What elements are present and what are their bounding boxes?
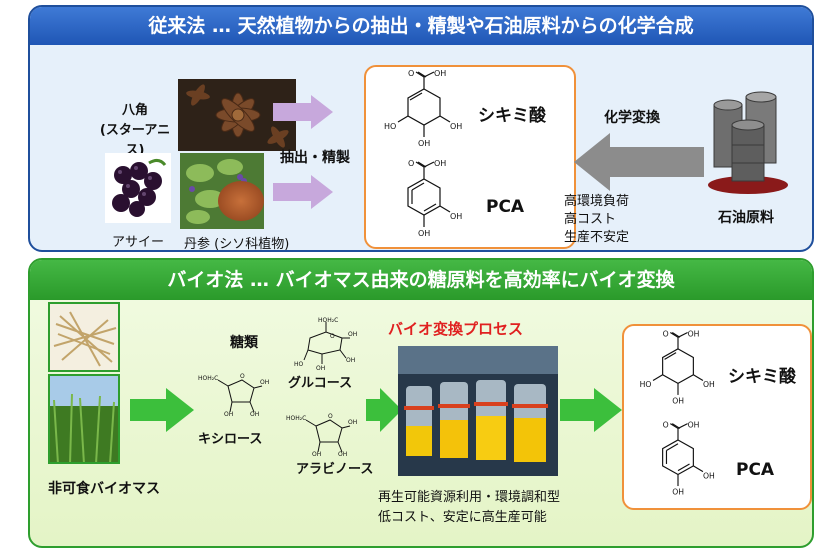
svg-text:OH: OH bbox=[703, 380, 715, 389]
svg-text:OH: OH bbox=[316, 365, 325, 370]
drawback-item: 高環境負荷 bbox=[564, 194, 630, 209]
biomass-straw-image bbox=[48, 302, 120, 372]
mol-hydroxyl-bottom: OH bbox=[418, 229, 430, 238]
pca-structure: O OH OH OH bbox=[374, 159, 474, 247]
tanjin-root-powder-image bbox=[218, 181, 264, 221]
pca-label: PCA bbox=[736, 460, 775, 480]
mol-hydroxyl-right: OH bbox=[450, 122, 462, 131]
svg-text:O: O bbox=[330, 333, 335, 340]
benefit-item: 低コスト、安定に高生産可能 bbox=[378, 510, 547, 525]
conventional-method-panel: 従来法 … 天然植物からの抽出・精製や石油原料からの化学合成 八角 (スターアニ… bbox=[28, 5, 814, 252]
svg-text:OH: OH bbox=[348, 419, 357, 426]
svg-text:OH: OH bbox=[250, 411, 259, 416]
chemical-conversion-label: 化学変換 bbox=[604, 110, 660, 126]
pca-label: PCA bbox=[486, 197, 525, 217]
drawbacks-list: 高環境負荷 高コスト 生産不安定 bbox=[564, 193, 629, 247]
product-compounds-box: O OH HO OH OH シキミ酸 bbox=[622, 324, 812, 510]
sugar-to-process-arrow bbox=[366, 388, 402, 432]
star-anise-label: 八角 (スターアニス) bbox=[99, 103, 171, 158]
mol-hydroxyl: OH bbox=[434, 69, 446, 78]
petroleum-feedstock-label: 石油原料 bbox=[718, 210, 774, 226]
mol-hydroxyl-right: OH bbox=[450, 212, 462, 221]
pca-structure: O OH OH OH bbox=[630, 420, 726, 506]
extraction-purification-label: 抽出・精製 bbox=[280, 150, 350, 166]
svg-text:OH: OH bbox=[348, 331, 357, 338]
shikimic-acid-structure: O OH HO OH OH bbox=[630, 328, 726, 410]
svg-text:OH: OH bbox=[688, 329, 700, 338]
inedible-biomass-label: 非可食バイオマス bbox=[48, 481, 160, 497]
tanjin-label: 丹参 (シソ科植物) bbox=[184, 237, 290, 252]
bioreactor-image bbox=[398, 346, 558, 476]
shikimic-acid-label: シキミ酸 bbox=[728, 367, 796, 387]
mol-oxygen: O bbox=[408, 159, 414, 168]
glucose-structure: HOH₂C HO OH OH OH O bbox=[292, 316, 358, 370]
mol-hydroxyl-left: HO bbox=[384, 122, 396, 131]
acai-image bbox=[105, 153, 171, 223]
svg-text:HO: HO bbox=[294, 361, 304, 368]
svg-text:OH: OH bbox=[703, 471, 715, 480]
oil-barrels-icon bbox=[706, 87, 788, 195]
svg-text:HOH₂C: HOH₂C bbox=[198, 375, 218, 382]
svg-text:OH: OH bbox=[672, 488, 684, 497]
svg-text:O: O bbox=[240, 373, 245, 380]
svg-text:OH: OH bbox=[672, 397, 684, 406]
arabinose-label: アラビノース bbox=[296, 462, 374, 477]
benefit-item: 再生可能資源利用・環境調和型 bbox=[378, 490, 561, 505]
arabinose-structure: HOH₂C O OH OH OH bbox=[286, 406, 362, 456]
shikimic-acid-structure: O OH HO OH OH bbox=[374, 69, 474, 151]
svg-text:OH: OH bbox=[338, 451, 347, 456]
svg-text:O: O bbox=[663, 420, 669, 429]
bio-method-title: バイオ法 … バイオマス由来の糖原料を高効率にバイオ変換 bbox=[30, 260, 812, 300]
xylose-structure: HOH₂C O OH OH OH bbox=[198, 366, 274, 416]
target-compounds-box: O OH HO OH OH シキミ酸 bbox=[364, 65, 576, 249]
svg-text:HO: HO bbox=[640, 380, 652, 389]
process-to-product-arrow bbox=[560, 388, 622, 432]
mol-oxygen: O bbox=[408, 69, 414, 78]
shikimic-acid-label: シキミ酸 bbox=[478, 106, 546, 126]
xylose-label: キシロース bbox=[198, 432, 263, 447]
bioconversion-process-label: バイオ変換プロセス bbox=[388, 320, 524, 338]
chemical-conversion-arrow bbox=[574, 133, 704, 191]
biomass-to-sugar-arrow bbox=[130, 388, 194, 432]
drawback-item: 生産不安定 bbox=[564, 230, 630, 245]
drawback-item: 高コスト bbox=[564, 212, 617, 227]
extraction-arrow-upper bbox=[273, 95, 333, 129]
svg-text:HOH₂C: HOH₂C bbox=[286, 415, 306, 422]
svg-text:O: O bbox=[663, 329, 669, 338]
bio-method-panel: バイオ法 … バイオマス由来の糖原料を高効率にバイオ変換 非可食バイオマス 糖類 bbox=[28, 258, 814, 548]
acai-label: アサイー bbox=[112, 235, 165, 250]
glucose-label: グルコース bbox=[288, 376, 353, 391]
benefits-list: 再生可能資源利用・環境調和型 低コスト、安定に高生産可能 bbox=[378, 488, 560, 528]
svg-text:HOH₂C: HOH₂C bbox=[318, 317, 338, 324]
svg-text:OH: OH bbox=[260, 379, 269, 386]
svg-text:OH: OH bbox=[688, 420, 700, 429]
mol-hydroxyl: OH bbox=[434, 159, 446, 168]
biomass-sugarcane-image bbox=[48, 374, 120, 464]
svg-text:OH: OH bbox=[312, 451, 321, 456]
conventional-method-title: 従来法 … 天然植物からの抽出・精製や石油原料からの化学合成 bbox=[30, 7, 812, 45]
sugars-label: 糖類 bbox=[230, 335, 258, 351]
mol-hydroxyl-bottom: OH bbox=[418, 139, 430, 148]
extraction-arrow-lower bbox=[273, 175, 333, 209]
svg-text:OH: OH bbox=[224, 411, 233, 416]
svg-text:O: O bbox=[328, 413, 333, 420]
svg-text:OH: OH bbox=[346, 357, 355, 364]
